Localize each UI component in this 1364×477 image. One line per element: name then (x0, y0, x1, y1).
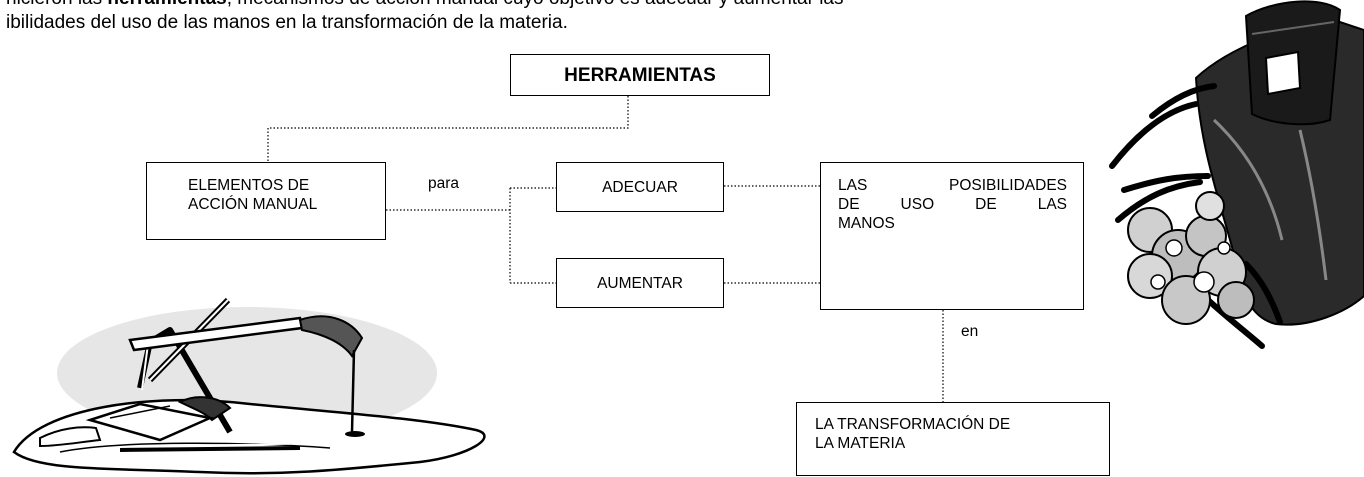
node-adecuar: ADECUAR (556, 162, 724, 212)
node-posibilidades: LAS POSIBILIDADES DE USO DE LAS MANOS (820, 162, 1084, 310)
node-posibilidades-line-1: LAS POSIBILIDADES (838, 177, 1067, 194)
node-transformacion-line-1: LA TRANSFORMACIÓN DE (815, 416, 1011, 433)
connector-label-para: para (428, 175, 460, 192)
node-posibilidades-line-3: MANOS (838, 215, 895, 232)
node-herramientas: HERRAMIENTAS (510, 54, 770, 96)
connector-label-en: en (961, 323, 979, 340)
node-elementos-line-2: ACCIÓN MANUAL (188, 196, 318, 213)
node-transformacion-line-2: LA MATERIA (815, 435, 906, 452)
node-elementos-accion-manual: ELEMENTOS DE ACCIÓN MANUAL (146, 162, 386, 240)
node-elementos-line-1: ELEMENTOS DE (188, 177, 310, 194)
node-transformacion-materia: LA TRANSFORMACIÓN DE LA MATERIA (796, 402, 1110, 476)
node-aumentar: AUMENTAR (556, 258, 724, 308)
intro-keyword: herramientas (107, 0, 226, 9)
intro-text-run: , mecanismos de acción manual cuyo objet… (227, 0, 844, 9)
intro-line-1: hicieron las herramientas, mecanismos de… (6, 0, 844, 10)
intro-text-run: hicieron las (6, 0, 107, 9)
node-posibilidades-line-2: DE USO DE LAS (838, 196, 1067, 213)
intro-line-2: ibilidades del uso de las manos en la tr… (6, 12, 568, 33)
